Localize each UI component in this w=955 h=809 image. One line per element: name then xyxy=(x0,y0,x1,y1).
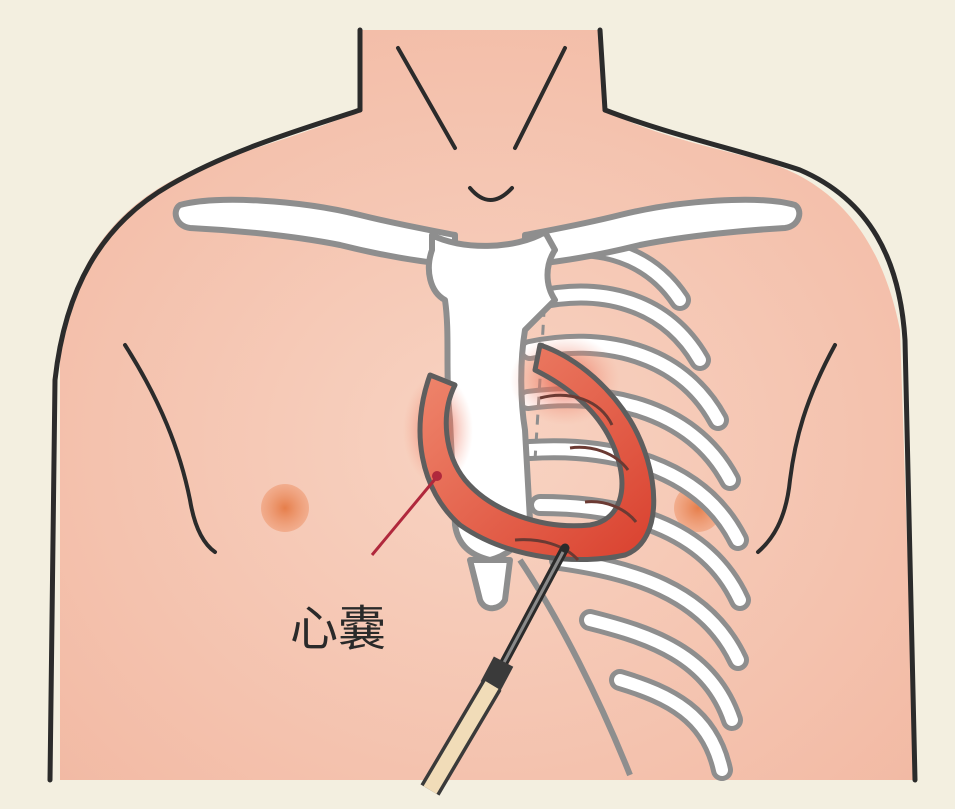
pericardium-leader-dot xyxy=(432,471,442,481)
left-nipple xyxy=(261,484,309,532)
pericardium-label: 心嚢 xyxy=(290,601,386,657)
